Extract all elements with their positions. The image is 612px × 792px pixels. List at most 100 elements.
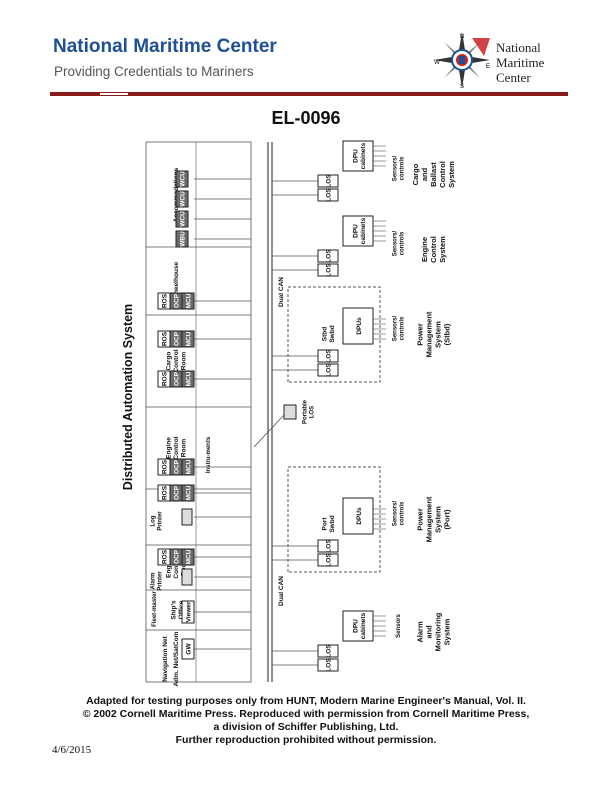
org-subtitle: Providing Credentials to Mariners [54,64,254,79]
diagram-rotated-group: Distributed Automation SystemNavigation … [121,140,456,686]
ocp-unit-6-label: OCP [174,293,181,308]
engine-control-los-1-box [317,263,339,277]
header-rule-accent [100,93,128,95]
cargo-ballast-los-2-box [317,174,339,188]
log-printer-label: LogPrinter [151,511,164,531]
mcu-unit-5-label: MCU [186,331,193,346]
header-rule [50,92,568,96]
ocp-unit-1-label: OCP [174,549,181,564]
ros-unit-4-label: ROS [162,371,169,386]
pms-stbd-dpu-label: DPUs [356,317,363,335]
logo-line-1: National [496,40,541,55]
cargo-ballast-los-2-label: LOS [326,174,333,188]
cargo-ballast-system-label: CargoandBallastControlSystem [411,161,456,188]
alarm-monitoring-dpu-label: DPUcabinets [352,612,367,639]
gw-unit-label: GW [186,643,193,655]
pms-stbd-system-label: PowerManagementSystem(Stbd) [416,311,452,357]
pms-port-dpu-box [342,497,374,535]
pms-port-los-2-label: LOS [326,539,333,553]
wbu-unit-label: WBU [180,231,187,247]
engine-control-sensors-label: Sensors/controls [393,231,406,257]
footer-line-1: Adapted for testing purposes only from H… [86,695,526,707]
pms-stbd-sensors-label: Sensors/controls [393,316,406,342]
mcu-unit-4-label: MCU [186,371,193,386]
compass-s: S [460,84,464,90]
ocp-unit-2-label: OCP [174,485,181,500]
logo-line-3: Center [496,70,531,85]
mcu-unit-2-label: MCU [186,485,193,500]
pms-stbd-los-2-box [317,349,339,363]
area-label-engine-control-room-2: EngineControlRoom [166,436,188,459]
engine-control-los-1-label: LOS [326,263,333,277]
wcu-unit-1-label: WCU [180,211,187,227]
engine-control-los-2-box [317,249,339,263]
alarm-monitoring-sensors-label: Sensors [396,614,402,638]
portable-los-box [283,404,297,420]
pms-port-los-1-box [317,553,339,567]
pms-stbd-dashed-frame [287,286,381,383]
area-label-navigation-net: Navigation Net [162,635,169,681]
logo-line-2: Maritime [496,55,545,70]
logo-wordmark: National Maritime Center [496,40,544,85]
compass-e: E [486,64,490,70]
pms-stbd-los-2-label: LOS [326,349,333,363]
compass-rose-icon: N E W S [434,32,490,90]
upper-panel-frame [145,141,252,683]
alarm-monitoring-system-label: AlarmandMonitoringSystem [416,612,452,651]
pms-port-los-1-label: LOS [326,553,333,567]
ocp-unit-5-label: OCP [174,331,181,346]
ros-unit-2-label: ROS [162,485,169,500]
mcu-unit-3-label: MCU [186,459,193,474]
wcu-unit-2-box [175,190,189,208]
ros-unit-1-label: ROS [162,549,169,564]
area-label-wheelhouse: Wheelhouse [173,261,180,300]
cargo-ballast-dpu-label: DPUcabinets [352,142,367,169]
org-title: National Maritime Center [53,36,277,57]
dual-can-label-right: Dual CAN [278,277,285,307]
ros-unit-6-label: ROS [162,293,169,308]
portable-los-label: PortableLOS [303,399,316,424]
mcu-unit-1-label: MCU [186,549,193,564]
automation-diagram: Distributed Automation SystemNavigation … [121,140,456,686]
cargo-ballast-los-1-label: LOS [326,188,333,202]
ocp-unit-3-label: OCP [174,459,181,474]
wcu-unit-1-box [175,210,189,228]
pms-port-dpu-label: DPUs [356,507,363,525]
engine-control-system-label: EngineControlSystem [420,236,447,263]
viewer-unit-label: Viewer [186,601,193,622]
alarm-monitoring-los-2-box [317,644,339,658]
pms-stbd-los-1-label: LOS [326,363,333,377]
engine-control-los-2-label: LOS [326,249,333,263]
wcu-unit-3-box [175,170,189,188]
pms-stbd-dpu-box [342,307,374,345]
wbu-unit-box [175,230,189,248]
pms-stbd-swbd-label: StbdSwbd [321,325,336,342]
alarm-printer-box [181,568,193,586]
compass-w: W [434,60,440,66]
alarm-monitoring-los-2-label: LOS [326,644,333,658]
footer-line-2: © 2002 Cornell Maritime Press. Reproduce… [82,708,530,720]
compass-n: N [460,34,464,40]
alarm-monitoring-los-1-label: LOS [326,658,333,672]
document-code: EL-0096 [271,108,341,128]
pms-port-sensors-label: Sensors/controls [393,501,406,527]
engine-control-dpu-label: DPUcabinets [352,217,367,244]
portable-los-cable [253,414,285,448]
document-date: 4/6/2015 [52,744,92,756]
pms-port-los-2-box [317,539,339,553]
alarm-printer-label: AlarmPrinter [151,571,164,591]
copyright-footer: Adapted for testing purposes only from H… [0,695,612,747]
pms-port-dashed-frame [287,466,381,573]
area-label-engine-control-room-1: EngineControlRoom [166,555,188,578]
pms-port-swbd-label: PortSwbd [321,515,336,532]
cargo-ballast-los-1-box [317,188,339,202]
main-title: Distributed Automation System [121,304,135,490]
mcu-unit-6-label: MCU [186,293,193,308]
footer-line-3: a division of Schiffer Publishing, Ltd. [213,721,399,733]
ros-unit-5-label: ROS [162,331,169,346]
footer-line-4: Further reproduction prohibited without … [175,734,437,746]
log-printer-box [181,508,193,526]
area-label-adm-net: Adm. Net/SatCom [173,631,180,686]
ros-unit-3-label: ROS [162,459,169,474]
pms-stbd-los-1-box [317,363,339,377]
